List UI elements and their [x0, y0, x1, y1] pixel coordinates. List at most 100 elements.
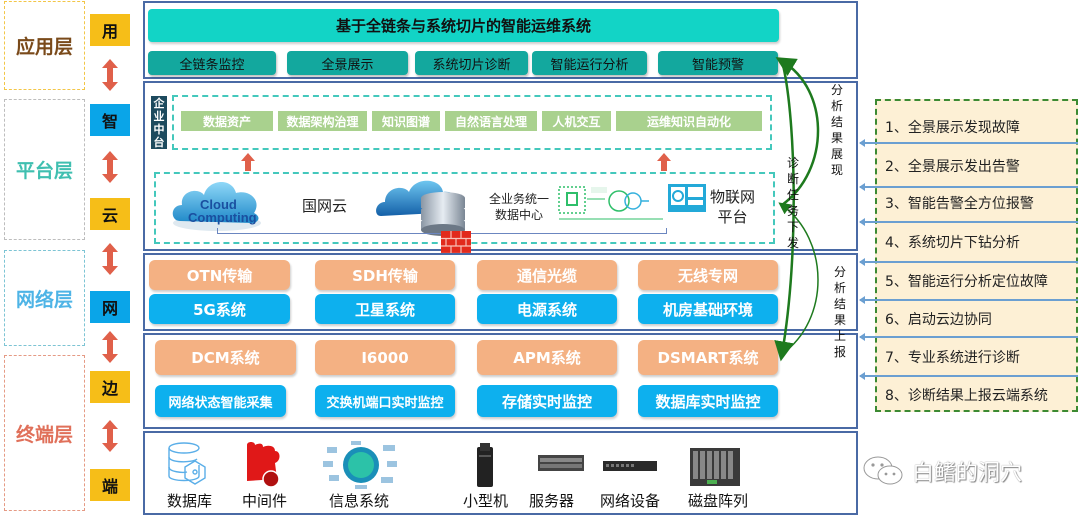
- step-4: 4、系统切片下钻分析: [885, 235, 1020, 251]
- step-connector: [859, 183, 1078, 190]
- network-fiber: 通信光缆: [477, 260, 617, 290]
- minicomputer-icon: [477, 443, 493, 487]
- database-icon: [168, 442, 206, 485]
- step-6: 6、启动云边协同: [885, 312, 992, 328]
- tag-cloud: 云: [90, 198, 130, 230]
- network-device-icon: [603, 461, 657, 471]
- iot-label-line2: 平台: [717, 208, 748, 226]
- edge-switch-monitoring: 交换机端口实时监控: [315, 385, 455, 417]
- terminal-information-system: 信息系统: [329, 492, 390, 510]
- tag-terminal: 端: [90, 469, 130, 501]
- middle-platform-label: 企业中台: [151, 96, 167, 149]
- terminal-network-device: 网络设备: [600, 492, 661, 510]
- iot-platform-label: 物联网 平台: [710, 187, 755, 227]
- middle-platform-box: [172, 95, 772, 150]
- app-button-panorama[interactable]: 全景展示: [287, 51, 408, 75]
- step-connector: [859, 296, 1078, 303]
- terminal-server: 服务器: [529, 492, 575, 510]
- flow-arrows: [774, 57, 820, 362]
- cloud-icon-text-1: Cloud: [200, 197, 237, 212]
- server-icon: [538, 455, 584, 471]
- capability-nlp: 自然语言处理: [445, 111, 537, 131]
- step-5: 5、智能运行分析定位故障: [885, 274, 1048, 290]
- tag-edge: 边: [90, 371, 130, 403]
- step-connector: [859, 218, 1078, 225]
- application-panel: 基于全链条与系统切片的智能运维系统 全链条监控 全景展示 系统切片诊断 智能运行…: [143, 1, 858, 79]
- iot-label-line1: 物联网: [710, 188, 756, 206]
- app-button-operation-analysis[interactable]: 智能运行分析: [532, 51, 647, 75]
- label-result-display-text: 分析结果展现: [830, 83, 843, 177]
- disk-array-icon: [690, 448, 740, 486]
- cloud-computing-icon: Cloud Computing: [172, 181, 261, 231]
- app-button-full-chain-monitoring[interactable]: 全链条监控: [148, 51, 276, 75]
- result-report-arrow: [778, 202, 819, 355]
- terminal-middleware: 中间件: [242, 492, 288, 510]
- label-diagnosis-task: 诊断任务下发: [786, 155, 800, 251]
- double-arrow-icon: [102, 59, 118, 91]
- result-display-arrow: [775, 57, 820, 207]
- layer-label-terminal: 终端层: [4, 355, 85, 511]
- edge-i6000: I6000: [315, 340, 455, 375]
- platform-panel: 企业中台 数据资产 数据架构治理 知识图谱 自然语言处理 人机交互 运维知识自动…: [143, 81, 858, 261]
- watermark-text: 白鳍的洞穴: [912, 461, 1023, 486]
- capability-hci: 人机交互: [542, 111, 611, 131]
- step-connector: [859, 258, 1078, 265]
- terminal-disk-array: 磁盘阵列: [688, 492, 749, 510]
- tag-network: 网: [90, 291, 130, 323]
- app-button-slice-diagnosis[interactable]: 系统切片诊断: [415, 51, 528, 75]
- edge-dcm: DCM系统: [155, 340, 296, 375]
- double-arrow-icon: [102, 331, 118, 363]
- step-connector: [859, 333, 1078, 340]
- tag-use: 用: [90, 14, 130, 46]
- capability-data-governance: 数据架构治理: [278, 111, 367, 131]
- layer-label-platform: 平台层: [4, 99, 85, 240]
- network-5g: 5G系统: [149, 294, 290, 324]
- steps-panel: 1、全景展示发现故障 2、全景展示发出告警 3、智能告警全方位报警 4、系统切片…: [875, 99, 1078, 412]
- step-7: 7、专业系统进行诊断: [885, 350, 1020, 366]
- network-power: 电源系统: [477, 294, 617, 324]
- label-result-display: 分析结果展现: [830, 82, 844, 178]
- layer-network-text: 网络层: [15, 288, 73, 311]
- information-system-icon: [323, 441, 397, 489]
- capability-knowledge-graph: 知识图谱: [372, 111, 440, 131]
- layer-label-app: 应用层: [4, 1, 85, 90]
- double-arrow-icon: [102, 243, 118, 275]
- wechat-icon: [863, 456, 903, 485]
- step-connector: [859, 372, 1078, 379]
- edge-apm: APM系统: [477, 340, 617, 375]
- terminal-database: 数据库: [167, 492, 213, 510]
- up-arrow-icon: [241, 153, 255, 171]
- system-title: 基于全链条与系统切片的智能运维系统: [148, 9, 779, 42]
- edge-panel: DCM系统 I6000 APM系统 DSMART系统 网络状态智能采集 交换机端…: [143, 333, 858, 429]
- edge-dsmart: DSMART系统: [638, 340, 778, 375]
- datacenter-label-line2: 数据中心: [495, 208, 544, 222]
- label-diagnosis-task-text: 诊断任务下发: [786, 156, 799, 250]
- step-1: 1、全景展示发现故障: [885, 120, 1020, 136]
- network-satellite: 卫星系统: [315, 294, 455, 324]
- step-3: 3、智能告警全方位报警: [885, 196, 1034, 212]
- state-grid-cloud-label: 国网云: [302, 197, 348, 215]
- double-arrow-icon: [102, 420, 118, 452]
- step-connector: [859, 139, 1078, 146]
- terminal-panel: 数据库 中间件 信息系统 小型机 服务器 网络设备 磁盘阵列: [143, 431, 858, 515]
- watermark: 白鳍的洞穴: [862, 455, 1022, 487]
- iot-architecture-graphic: [558, 186, 663, 220]
- middleware-icon: [247, 442, 280, 488]
- cloud-icon-text-2: Computing: [188, 210, 257, 225]
- layer-label-network: 网络层: [4, 250, 85, 346]
- edge-storage-monitoring: 存储实时监控: [477, 385, 617, 417]
- layer-app-text: 应用层: [15, 36, 73, 58]
- datacenter-label: 全业务统一 数据中心: [489, 191, 549, 223]
- network-panel: OTN传输 SDH传输 通信光缆 无线专网 5G系统 卫星系统 电源系统 机房基…: [143, 253, 858, 331]
- middle-platform-text: 企业中台: [153, 97, 165, 149]
- layer-terminal-text: 终端层: [15, 423, 73, 446]
- edge-database-monitoring: 数据库实时监控: [638, 385, 778, 417]
- edge-network-collection: 网络状态智能采集: [155, 385, 286, 417]
- app-button-early-warning[interactable]: 智能预警: [658, 51, 778, 75]
- terminal-minicomputer: 小型机: [463, 492, 509, 510]
- tag-smart: 智: [90, 104, 130, 136]
- iot-dashboard-icon: [668, 184, 706, 212]
- double-arrow-icon: [102, 151, 118, 183]
- datacenter-label-line1: 全业务统一: [489, 192, 550, 206]
- diagnosis-task-arrow: [774, 60, 795, 362]
